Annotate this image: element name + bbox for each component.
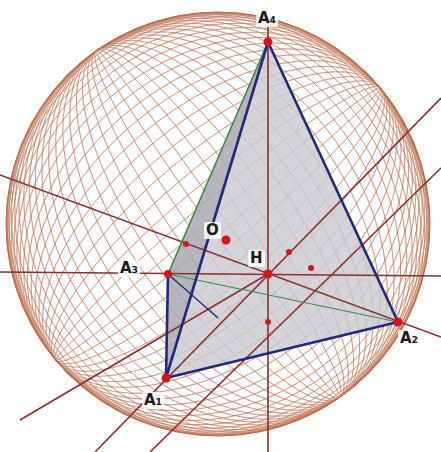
point-dot xyxy=(394,318,403,327)
tetra-edge xyxy=(168,42,268,274)
tetra-edge xyxy=(166,42,268,378)
point-label: A₁ xyxy=(142,392,164,409)
point-dot xyxy=(164,270,172,278)
point-label: A₃ xyxy=(118,260,140,277)
sphere-outline xyxy=(6,12,430,436)
hatch-line xyxy=(36,8,399,439)
point-label: A₄ xyxy=(256,10,278,27)
hatch-line xyxy=(12,0,425,452)
altitude-line xyxy=(150,168,441,452)
tetra-edge xyxy=(168,274,398,322)
point-label: H xyxy=(248,250,265,267)
point-dot xyxy=(222,236,231,245)
altitude-line xyxy=(20,274,268,420)
hatch-line xyxy=(36,8,399,439)
hatch-line xyxy=(12,0,425,452)
point-dot xyxy=(162,374,171,383)
point-dot xyxy=(286,249,292,255)
point-dot xyxy=(264,270,273,279)
tetra-edge xyxy=(166,274,168,378)
point-label: A₂ xyxy=(398,330,420,347)
hatch-line xyxy=(0,20,437,429)
point-dot xyxy=(265,319,271,325)
point-dot xyxy=(183,241,189,247)
altitude-line xyxy=(267,20,269,452)
point-dot xyxy=(308,265,314,271)
point-label: O xyxy=(204,222,221,239)
tetra-edge xyxy=(166,322,398,378)
point-dot xyxy=(264,38,273,47)
tetra-edge xyxy=(268,42,398,322)
tetra-face xyxy=(166,42,398,378)
tetra-edge xyxy=(168,274,218,318)
hatch-line xyxy=(0,20,437,429)
